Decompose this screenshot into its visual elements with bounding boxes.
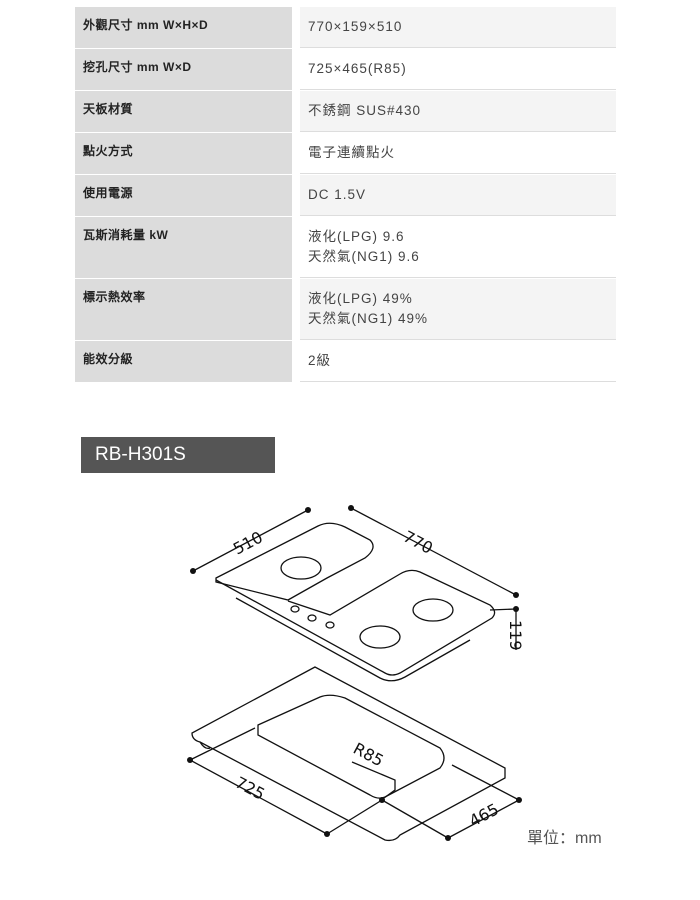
- spec-label: 點火方式: [75, 133, 292, 174]
- spec-value-line: 725×465(R85): [308, 61, 407, 76]
- spec-row: 點火方式 電子連續點火: [75, 133, 616, 175]
- spec-label: 使用電源: [75, 175, 292, 216]
- height-label: 119: [506, 620, 525, 651]
- spec-value: 電子連續點火: [300, 133, 616, 174]
- cooktop-drawing: [192, 507, 517, 682]
- depth-label: 510: [230, 527, 266, 558]
- spec-label: 能效分級: [75, 341, 292, 382]
- spec-row: 標示熱效率 液化(LPG) 49% 天然氣(NG1) 49%: [75, 279, 616, 341]
- spec-value-line: 液化(LPG) 49%: [308, 291, 413, 306]
- spec-value: 725×465(R85): [300, 49, 616, 90]
- spec-value-line: 不銹鋼 SUS#430: [308, 103, 422, 118]
- spec-value: 液化(LPG) 49% 天然氣(NG1) 49%: [300, 279, 616, 340]
- spec-value-line: 液化(LPG) 9.6: [308, 229, 405, 244]
- spec-value: 770×159×510: [300, 7, 616, 48]
- radius-label: R85: [350, 739, 387, 771]
- spec-value-line: 770×159×510: [308, 19, 403, 34]
- spec-label: 外觀尺寸 mm W×H×D: [75, 7, 292, 48]
- spec-row: 能效分級 2級: [75, 341, 616, 383]
- spec-value: 2級: [300, 341, 616, 382]
- spec-row: 使用電源 DC 1.5V: [75, 175, 616, 217]
- spec-value: DC 1.5V: [300, 175, 616, 216]
- spec-value-line: 天然氣(NG1) 9.6: [308, 249, 420, 264]
- spec-value: 液化(LPG) 9.6 天然氣(NG1) 9.6: [300, 217, 616, 278]
- spec-label: 瓦斯消耗量 kW: [75, 217, 292, 278]
- spec-value-line: DC 1.5V: [308, 187, 367, 202]
- spec-value-line: 天然氣(NG1) 49%: [308, 311, 429, 326]
- spec-value-line: 電子連續點火: [308, 145, 395, 160]
- spec-row: 瓦斯消耗量 kW 液化(LPG) 9.6 天然氣(NG1) 9.6: [75, 217, 616, 279]
- cut-depth-label: 465: [466, 799, 502, 830]
- unit-label: 單位：mm: [527, 830, 602, 847]
- cutout-drawing: [189, 666, 520, 842]
- spec-value-line: 2級: [308, 353, 332, 368]
- spec-value: 不銹鋼 SUS#430: [300, 91, 616, 132]
- width-label: 770: [400, 527, 436, 558]
- spec-label: 天板材質: [75, 91, 292, 132]
- spec-table: 外觀尺寸 mm W×H×D 770×159×510 挖孔尺寸 mm W×D 725×4…: [75, 7, 616, 383]
- spec-row: 外觀尺寸 mm W×H×D 770×159×510: [75, 7, 616, 49]
- dimension-dots: [187, 505, 522, 841]
- spec-label: 標示熱效率: [75, 279, 292, 340]
- model-title: RB-H301S: [81, 437, 275, 473]
- spec-label: 挖孔尺寸 mm W×D: [75, 49, 292, 90]
- spec-row: 挖孔尺寸 mm W×D 725×465(R85): [75, 49, 616, 91]
- spec-row: 天板材質 不銹鋼 SUS#430: [75, 91, 616, 133]
